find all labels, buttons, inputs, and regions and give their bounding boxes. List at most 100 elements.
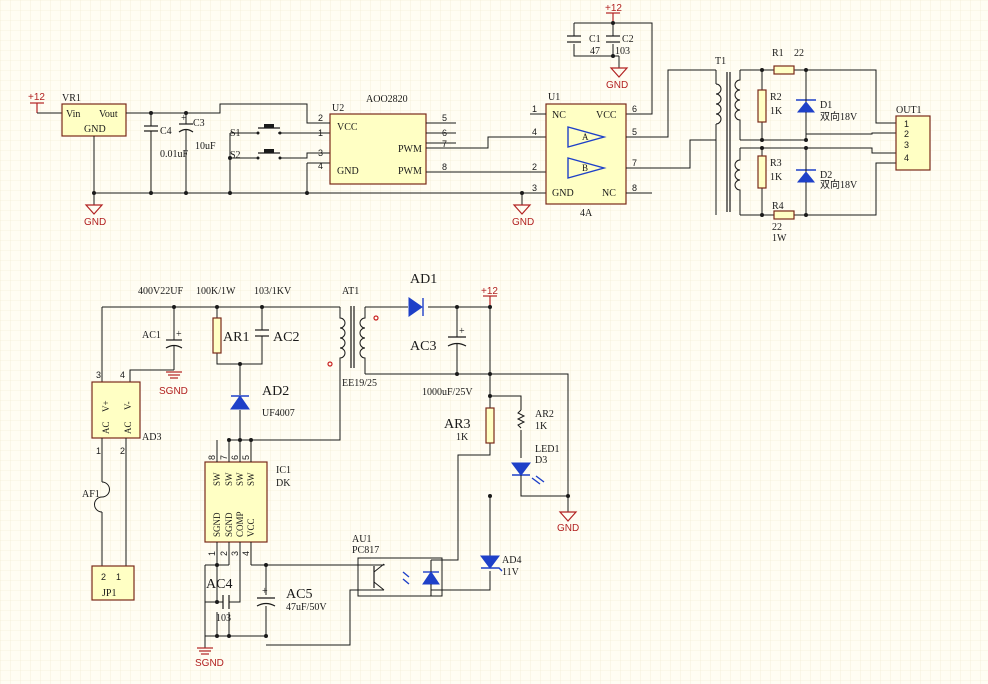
- svg-text:1: 1: [96, 446, 101, 456]
- u2-pins: 2 1 3 4 5 6 7 8: [307, 113, 456, 173]
- wire-out-b: [652, 139, 716, 169]
- ar2-value: 1K: [535, 421, 548, 432]
- ic1-pins: 8 7 6 5 1 2 3 4: [207, 440, 252, 565]
- ad4-ref: AD4: [502, 555, 521, 566]
- ac1-capacitor: +: [165, 307, 183, 370]
- svg-text:4: 4: [904, 153, 909, 163]
- gnd-symbol-bottom: GND: [557, 511, 579, 534]
- c1-value: 47: [590, 46, 600, 57]
- u1-driver-chip: [545, 103, 627, 205]
- svg-text:6: 6: [632, 104, 637, 114]
- d2-ref: D2: [820, 170, 832, 181]
- svg-text:GND: GND: [84, 217, 106, 228]
- ac2-value: 103/1KV: [254, 286, 292, 297]
- out1-pins: 1 2 3 4: [904, 119, 909, 163]
- u1-part: 4A: [580, 208, 593, 219]
- svg-text:8: 8: [442, 162, 447, 172]
- junction-dots-ic1: [215, 563, 268, 638]
- junction-dots-transformer: [760, 68, 808, 217]
- r4-value: 22: [772, 222, 782, 233]
- wire-switch-common: [229, 132, 244, 193]
- svg-text:5: 5: [442, 113, 447, 123]
- r1-resistor: [773, 65, 795, 75]
- wire-ad4: [442, 496, 491, 591]
- u1-buffer-a: A: [567, 126, 607, 148]
- led1-diode: [511, 462, 568, 497]
- s1-switch: [244, 124, 330, 135]
- svg-text:4: 4: [241, 551, 251, 556]
- c2-value: 103: [615, 46, 630, 57]
- ac5-capacitor: +: [256, 586, 276, 607]
- wire-secondary-gnd: [365, 373, 569, 505]
- svg-text:SGND: SGND: [195, 658, 224, 669]
- svg-text:1: 1: [207, 551, 217, 556]
- ac4-ref: AC4: [206, 577, 232, 592]
- ad3-bridge: [91, 381, 141, 439]
- at1-transformer: [251, 306, 379, 441]
- au1-ref: AU1: [352, 534, 371, 545]
- wire-c1: [573, 23, 619, 57]
- c2-ref: C2: [622, 34, 634, 45]
- svg-text:SW: SW: [224, 472, 234, 486]
- r4-ref: R4: [772, 201, 784, 212]
- r3-resistor: [757, 155, 767, 189]
- au1-optocoupler: [357, 557, 443, 597]
- svg-text:GND: GND: [606, 80, 628, 91]
- svg-text:2: 2: [904, 129, 909, 139]
- svg-text:A: A: [582, 132, 589, 142]
- u2-pwm1-label: PWM: [398, 144, 422, 155]
- svg-text:7: 7: [442, 139, 447, 149]
- junction-dots-hv: [172, 305, 264, 442]
- wire-u2-gnd: [306, 162, 330, 193]
- ac1-ref: AC1: [142, 330, 161, 341]
- u2-vcc-label: VCC: [337, 122, 358, 133]
- d2-tvs-diode: [796, 166, 816, 186]
- svg-text:4: 4: [532, 127, 537, 137]
- wire-t1-secondary: [740, 69, 762, 216]
- svg-text:5: 5: [241, 455, 251, 460]
- wire-out-a: [652, 69, 716, 138]
- vr1-vin-label: Vin: [66, 109, 80, 120]
- ar3-value: 1K: [456, 432, 469, 443]
- c2-capacitor: [606, 35, 620, 43]
- svg-text:8: 8: [207, 455, 217, 460]
- ac5-ref: AC5: [286, 587, 312, 602]
- d1-value: 双向18V: [820, 110, 858, 123]
- u1-pins: 1 4 2 3 6 5 7 8: [530, 104, 652, 194]
- svg-text:SW: SW: [246, 472, 256, 486]
- d2-value: 双向18V: [820, 178, 858, 191]
- wire-ar3: [442, 307, 491, 561]
- au1-internals: [358, 559, 442, 596]
- ac4-value: 103: [216, 613, 231, 624]
- svg-text:2: 2: [219, 551, 229, 556]
- wire-ar2: [490, 395, 522, 458]
- c4-ref: C4: [160, 126, 172, 137]
- u1-nc2-label: NC: [602, 188, 616, 199]
- vr1-regulator: [61, 103, 127, 137]
- gnd-symbol-mid: GND: [512, 204, 534, 228]
- r2-value: 1K: [770, 106, 783, 117]
- ad4-zener: [480, 555, 503, 572]
- svg-text:6: 6: [442, 128, 447, 138]
- jp1-pin1: 1: [116, 572, 121, 582]
- ac1-value: 400V22UF: [138, 286, 183, 297]
- at1-ref: AT1: [342, 286, 359, 297]
- at1-part: EE19/25: [342, 378, 377, 389]
- r2-ref: R2: [770, 92, 782, 103]
- r4-resistor: [773, 210, 795, 220]
- c3-value: 10uF: [195, 141, 216, 152]
- svg-text:1: 1: [318, 128, 323, 138]
- svg-text:+: +: [459, 326, 465, 337]
- svg-text:7: 7: [219, 455, 229, 460]
- gnd-symbol-left: GND: [84, 204, 106, 228]
- led1-ref: LED1: [535, 444, 559, 455]
- svg-text:7: 7: [632, 158, 637, 168]
- ic1-switch-chip: [204, 461, 268, 543]
- svg-text:3: 3: [96, 370, 101, 380]
- ic1-pin-labels: SW SW SW SW SGND SGND COMP VCC: [212, 472, 256, 537]
- c4-capacitor: [144, 113, 158, 193]
- svg-text:3: 3: [532, 183, 537, 193]
- r4-power: 1W: [772, 233, 787, 244]
- jp1-connector: [91, 565, 135, 601]
